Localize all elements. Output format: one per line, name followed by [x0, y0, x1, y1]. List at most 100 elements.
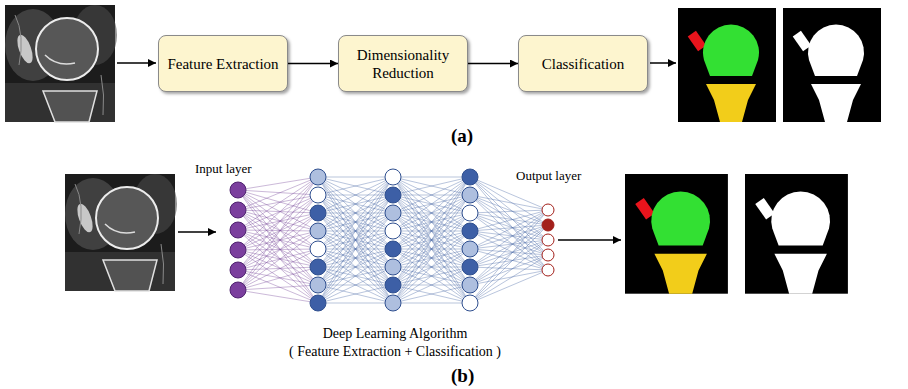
- network-neuron: [462, 241, 478, 257]
- network-link: [238, 267, 318, 290]
- node-subtitle: ( Feature Extraction + Classification ): [286, 343, 504, 361]
- network-neuron: [310, 223, 326, 239]
- node-title: Deep Learning Algorithm: [320, 325, 471, 343]
- network-link: [470, 255, 548, 303]
- node-title: Feature Extraction: [167, 55, 278, 73]
- network-link: [393, 231, 470, 303]
- network-neuron: [385, 259, 401, 275]
- network-link: [318, 285, 393, 303]
- network-link: [318, 303, 393, 304]
- network-link: [318, 177, 393, 195]
- network-link: [393, 267, 470, 303]
- network-link: [393, 177, 470, 267]
- network-link: [318, 231, 393, 303]
- network-link: [238, 249, 318, 250]
- network-neuron: [385, 169, 401, 185]
- network-neuron: [542, 234, 554, 246]
- network-link: [238, 177, 318, 250]
- network-link: [318, 231, 393, 303]
- node-title: Classification: [542, 55, 625, 73]
- process-box: Classification: [518, 35, 648, 92]
- network-neuron: [230, 282, 246, 298]
- network-node: Deep Learning Algorithm( Feature Extract…: [193, 168, 597, 362]
- network-link: [470, 225, 548, 267]
- network-link: [470, 195, 548, 210]
- network-link: [318, 213, 393, 303]
- network-link: [318, 177, 393, 213]
- network-link: [238, 249, 318, 290]
- network-link: [393, 249, 470, 303]
- network-link: [318, 249, 393, 303]
- process-box: Dimensionality Reduction: [338, 35, 468, 92]
- network-neuron: [542, 264, 554, 276]
- network-neuron: [462, 223, 478, 239]
- network-link: [393, 231, 470, 303]
- network-link: [470, 267, 548, 270]
- network-link: [393, 177, 470, 195]
- network-link: [470, 213, 548, 240]
- layer-label: Input layer: [193, 162, 254, 177]
- network-link: [470, 210, 548, 231]
- flow-arrow: [288, 63, 338, 65]
- network-link: [470, 195, 548, 240]
- panel-label: (a): [449, 125, 475, 147]
- network-link: [470, 255, 548, 285]
- network-link: [393, 177, 470, 213]
- network-neuron: [310, 295, 326, 311]
- network-link: [393, 177, 470, 195]
- network-neuron: [385, 187, 401, 203]
- mri-image: [5, 5, 117, 122]
- network-link: [393, 249, 470, 303]
- flow-arrow: [178, 231, 216, 233]
- network-link: [238, 213, 318, 290]
- network-link: [318, 177, 393, 213]
- network-neuron: [310, 169, 326, 185]
- network-link: [238, 270, 318, 285]
- network-link: [393, 177, 470, 267]
- network-link: [470, 270, 548, 285]
- network-link: [470, 240, 548, 303]
- node-title: Dimensionality Reduction: [347, 46, 459, 82]
- layer-label: Output layer: [514, 169, 583, 184]
- network-link: [318, 177, 393, 303]
- network-neuron: [385, 223, 401, 239]
- network-link: [318, 177, 393, 285]
- network-link: [393, 285, 470, 303]
- network-link: [393, 213, 470, 303]
- network-link: [470, 210, 548, 249]
- network-link: [318, 267, 393, 303]
- network-link: [318, 195, 393, 303]
- network-neuron: [385, 277, 401, 293]
- network-link: [393, 195, 470, 303]
- network-link: [318, 285, 393, 303]
- network-neuron: [385, 205, 401, 221]
- network-link: [470, 210, 548, 303]
- network-link: [238, 195, 318, 210]
- panel-label: (b): [449, 365, 476, 387]
- network-link: [318, 177, 393, 249]
- network-link: [318, 177, 393, 231]
- network-link: [393, 267, 470, 303]
- segmentation-color: [625, 174, 728, 294]
- network-neuron: [310, 187, 326, 203]
- network-link: [393, 177, 470, 213]
- network-link: [318, 177, 393, 285]
- network-link: [238, 210, 318, 285]
- network-link: [393, 177, 470, 285]
- network-neuron: [230, 262, 246, 278]
- network-link: [470, 240, 548, 267]
- network-link: [318, 177, 393, 303]
- network-link: [470, 225, 548, 231]
- network-link: [470, 177, 548, 255]
- network-link: [318, 177, 393, 267]
- network-neuron: [462, 277, 478, 293]
- network-link: [470, 177, 548, 240]
- network-link: [393, 177, 470, 231]
- flow-arrow: [558, 239, 621, 241]
- network-link: [238, 213, 318, 270]
- network-link: [318, 195, 393, 303]
- network-link: [393, 213, 470, 303]
- network-link: [238, 230, 318, 303]
- network-link: [318, 177, 393, 178]
